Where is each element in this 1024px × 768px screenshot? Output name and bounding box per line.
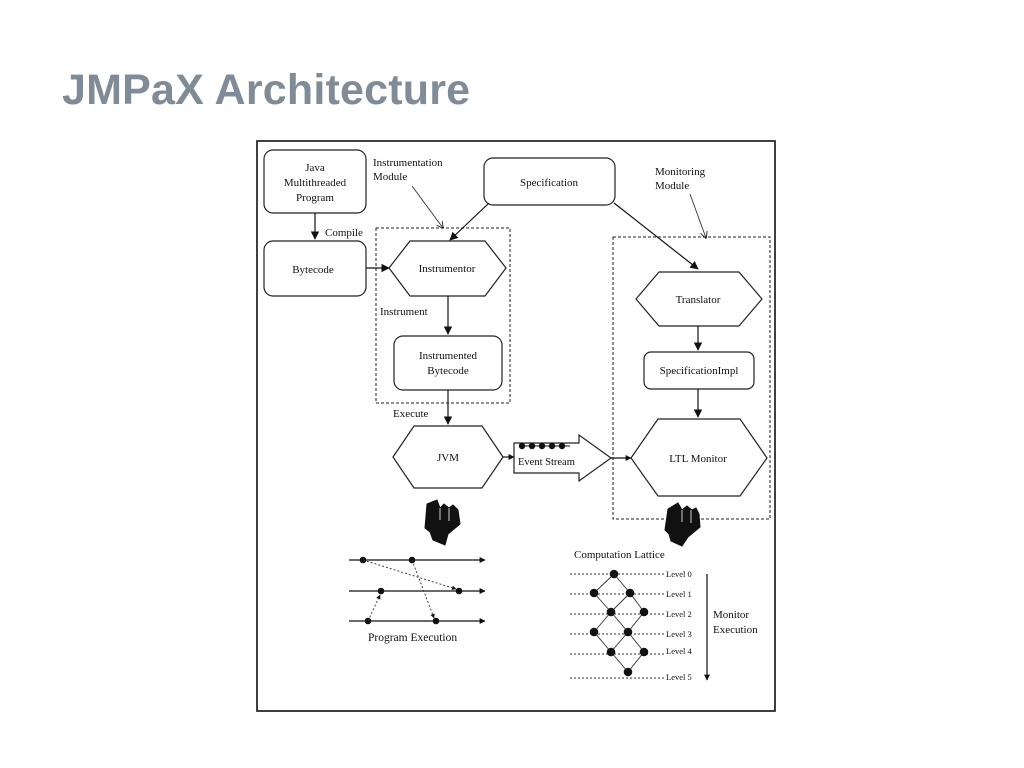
instrumented-bytecode-line-2: Bytecode [427, 365, 469, 377]
jvm-hexagon: JVM [392, 425, 504, 489]
slide-title: JMPaX Architecture [62, 66, 471, 114]
ltl-monitor-label: LTL Monitor [669, 453, 727, 465]
level-3-label: Level 3 [666, 629, 692, 639]
program-execution-sketch: Program Execution [349, 556, 486, 644]
specification-label: Specification [520, 177, 579, 189]
level-1-label: Level 1 [666, 589, 692, 599]
level-5-label: Level 5 [666, 672, 692, 682]
java-program-line-1: Java [305, 162, 325, 174]
instrumentation-module-boundary [375, 227, 511, 404]
program-execution-label: Program Execution [368, 632, 457, 644]
translator-label: Translator [676, 294, 721, 306]
specification-to-instrumentor-arrow [449, 202, 490, 241]
jvm-label: JVM [437, 452, 459, 464]
specification-impl-box: SpecificationImpl [643, 351, 755, 390]
event-stream-arrow: Event Stream [513, 433, 613, 483]
instrumentor-hexagon: Instrumentor [388, 240, 507, 297]
specification-to-translator-arrow [613, 202, 699, 270]
computation-lattice: Computation Lattice Level 0 Level 1 Leve… [570, 549, 758, 682]
monitoring-module-label-1: Monitoring [655, 166, 706, 178]
instrumentation-module-label-2: Module [373, 171, 407, 183]
pointing-hand-icon-left [424, 499, 461, 546]
java-program-line-2: Multithreaded [284, 177, 347, 189]
translator-hexagon: Translator [635, 271, 763, 327]
java-program-line-3: Program [296, 192, 334, 204]
instrumentation-module-label-1: Instrumentation [373, 157, 443, 169]
monitor-execution-label-2: Execution [713, 624, 758, 636]
ltl-monitor-hexagon: LTL Monitor [630, 418, 768, 497]
java-program-box: Java Multithreaded Program [263, 149, 367, 214]
level-2-label: Level 2 [666, 609, 692, 619]
pointing-hand-icon-right [664, 502, 701, 547]
level-4-label: Level 4 [666, 646, 692, 656]
monitor-execution-label-1: Monitor [713, 609, 749, 621]
bytecode-box: Bytecode [263, 240, 367, 297]
bytecode-label: Bytecode [292, 264, 334, 276]
specification-box: Specification [483, 157, 616, 206]
level-0-label: Level 0 [666, 569, 692, 579]
computation-lattice-label: Computation Lattice [574, 549, 665, 561]
instrumented-bytecode-box: Instrumented Bytecode [393, 335, 503, 391]
execute-label: Execute [393, 408, 429, 420]
event-stream-label: Event Stream [518, 457, 575, 468]
instrument-label: Instrument [380, 306, 428, 318]
monitoring-module-pointer [689, 193, 706, 238]
compile-label: Compile [325, 227, 363, 239]
instrumentation-module-pointer [411, 185, 443, 228]
specification-impl-label: SpecificationImpl [660, 365, 739, 377]
monitoring-module-label-2: Module [655, 180, 689, 192]
instrumentor-label: Instrumentor [419, 263, 476, 275]
instrumented-bytecode-line-1: Instrumented [419, 350, 478, 362]
